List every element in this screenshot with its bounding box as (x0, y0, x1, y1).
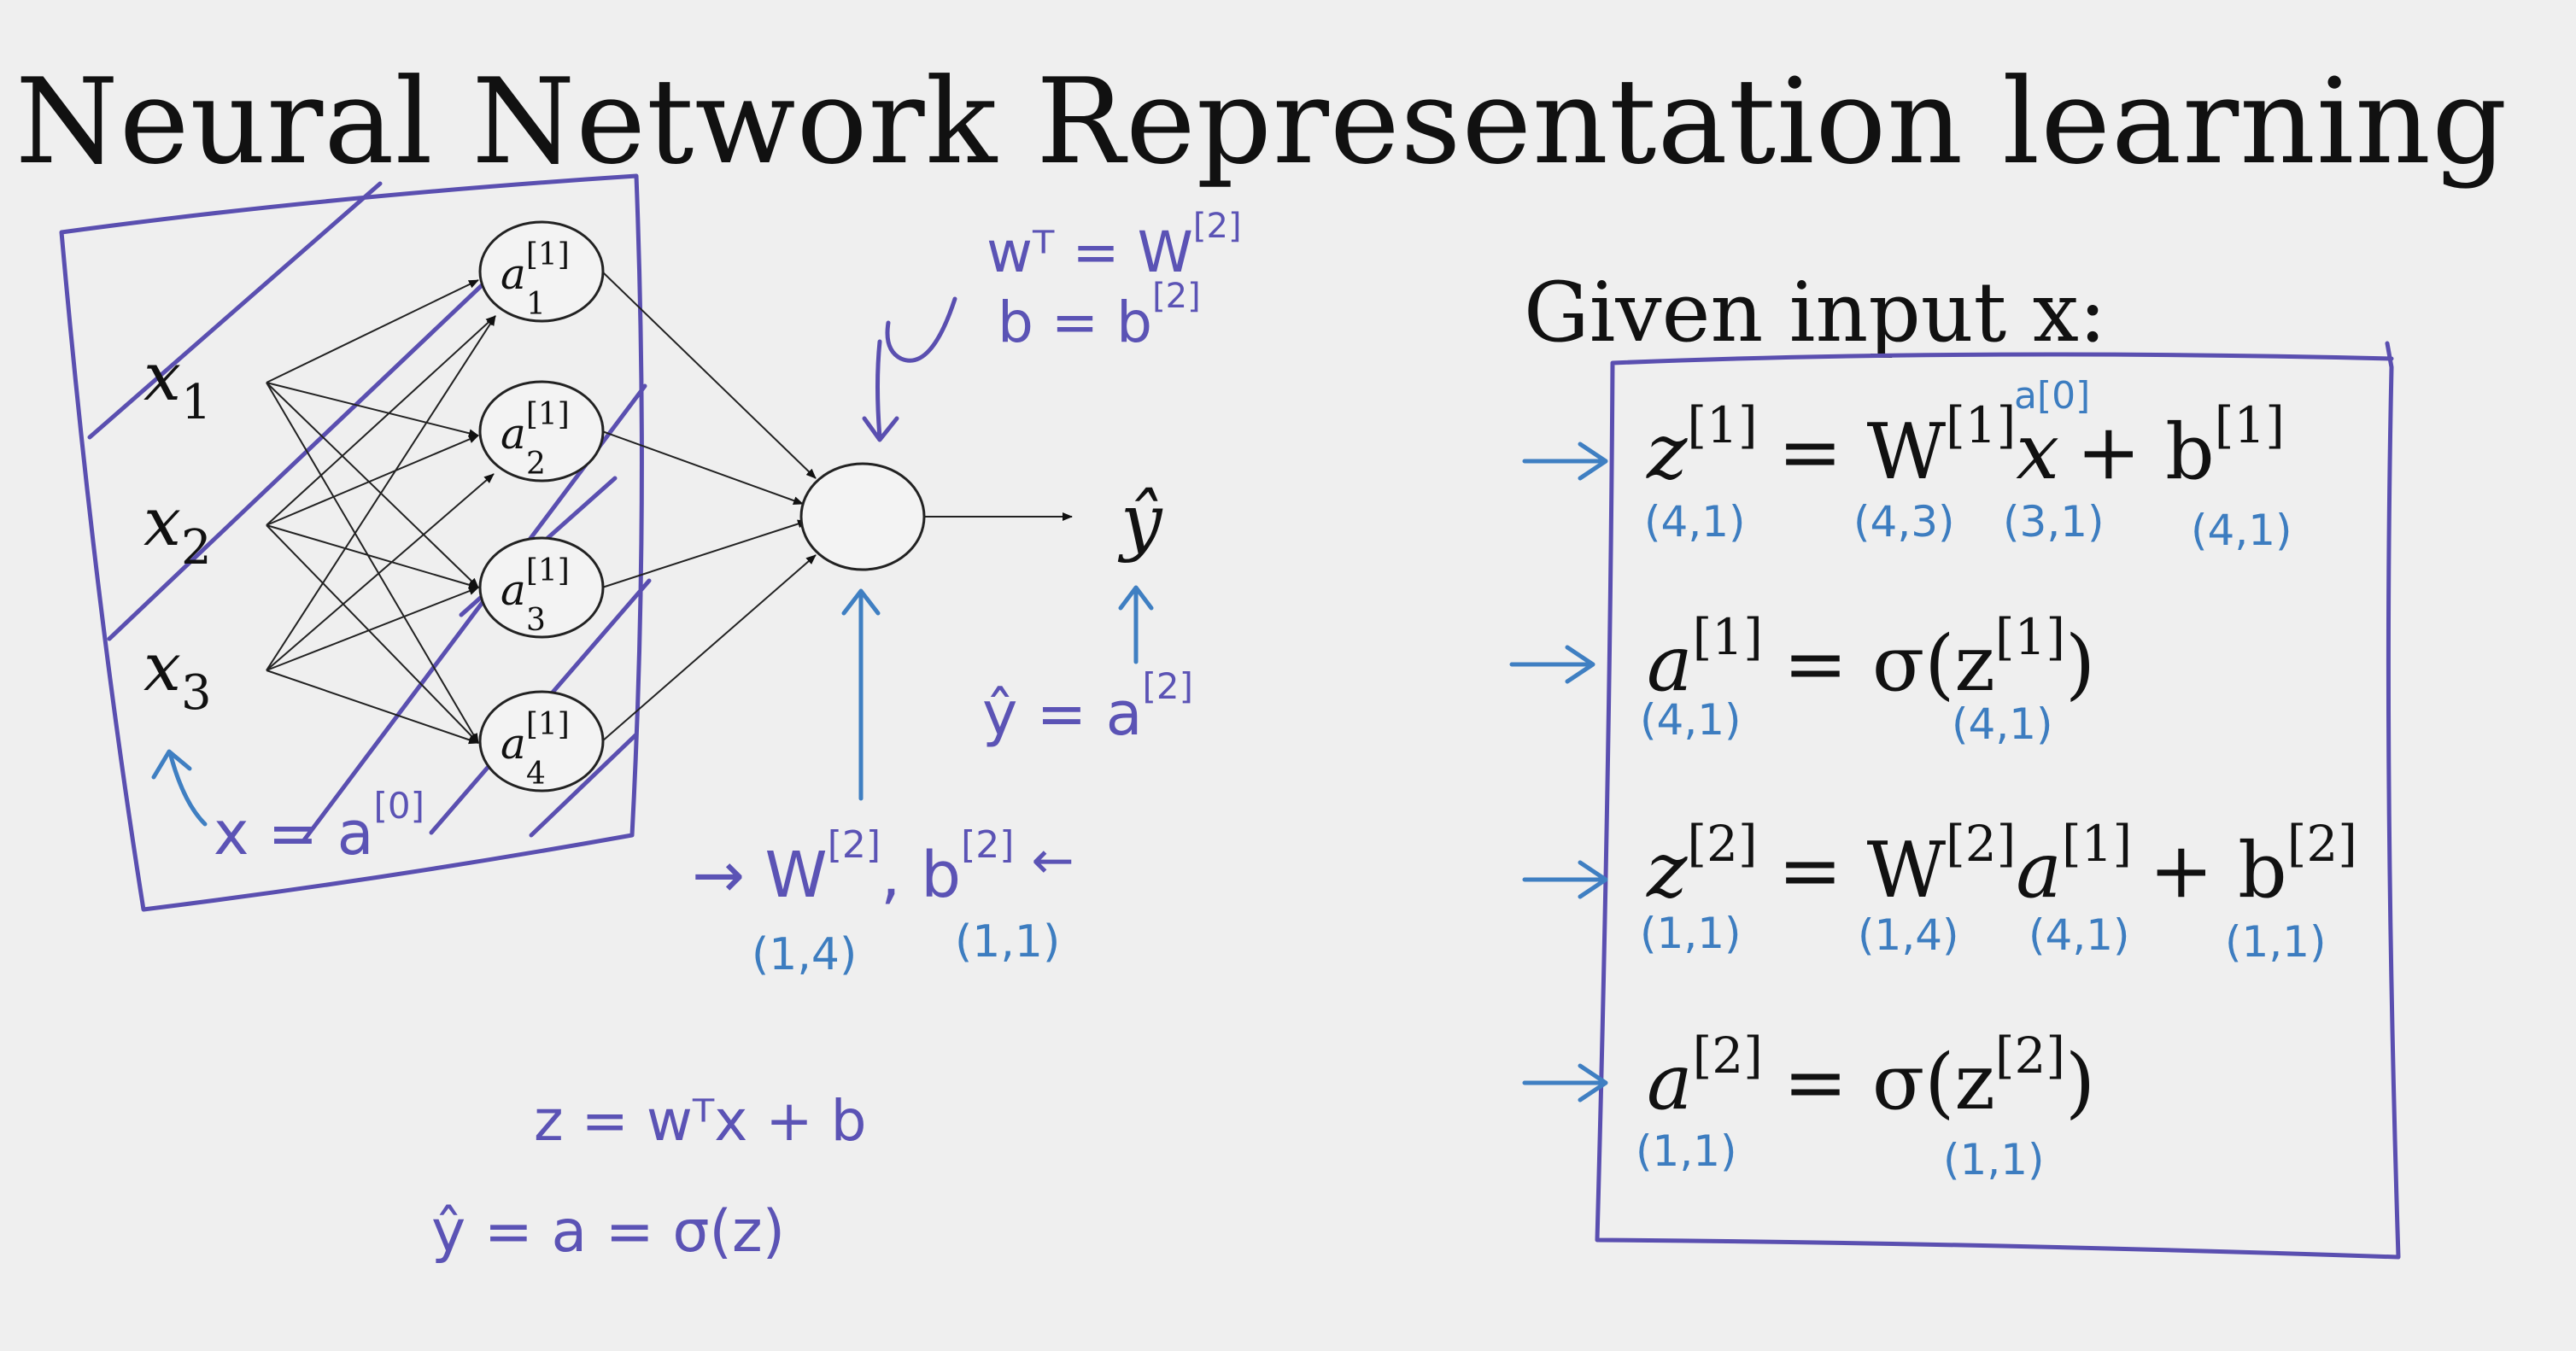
svg-text:2: 2 (526, 447, 546, 482)
equation-3: z[2]= W[2]a[1]+ b[2] (1,1) (1,4) (4,1) (… (1522, 815, 2357, 967)
svg-text:wᵀ = W[2]: wᵀ = W[2] (986, 207, 1242, 285)
svg-text:(4,1): (4,1) (1640, 695, 1742, 745)
svg-text:x2: x2 (143, 484, 212, 576)
hidden-node-1: a[1] 1 (478, 220, 605, 323)
svg-text:x3: x3 (143, 629, 212, 721)
note-a-equation: ŷ = a = σ(z) (431, 1198, 785, 1266)
note-yhat-equals-a2: ŷ = a[2] (982, 665, 1193, 749)
svg-text:→ W[2], b[2]←: → W[2], b[2]← (692, 823, 1074, 912)
svg-text:a[1]: a[1] (501, 553, 570, 615)
output-label: ŷ (1117, 479, 1163, 564)
note-b-equals-b2: b = b[2] (998, 277, 1201, 355)
hidden-layer-box (59, 173, 644, 912)
input-x3: x3 (143, 629, 212, 721)
svg-text:(3,1): (3,1) (2003, 497, 2105, 547)
svg-text:1: 1 (526, 287, 546, 322)
note-x-equals-a0: x = a[0] (214, 785, 424, 868)
svg-text:a[0]: a[0] (2014, 374, 2090, 418)
hidden-node-3: a[1] 3 (478, 536, 605, 639)
equations-box (1595, 341, 2401, 1260)
svg-text:(1,4): (1,4) (1858, 910, 1959, 960)
equation-2: a[1]= σ(z[1]) (4,1) (4,1) (1509, 608, 2095, 749)
svg-text:(4,1): (4,1) (2029, 910, 2130, 960)
output-node (799, 462, 926, 571)
svg-text:a[1]= σ(z[1]): a[1]= σ(z[1]) (1647, 608, 2095, 709)
svg-text:(4,1): (4,1) (1644, 497, 1746, 547)
svg-text:3: 3 (526, 603, 546, 638)
note-curve-arrow (862, 296, 957, 442)
equation-1: z[1]= W[1]x+ b[1] a[0] (4,1) (4,3) (3,1)… (1522, 374, 2292, 555)
svg-text:4: 4 (526, 757, 546, 792)
note-w2-b2-params: → W[2], b[2]← (1,4) (1,1) (692, 823, 1074, 980)
svg-text:(1,1): (1,1) (1636, 1126, 1737, 1176)
input-hidden-edges (266, 279, 496, 745)
slide-title: Neural Network Representation learning (15, 53, 2509, 190)
note-wt-equals-w2: wᵀ = W[2] (986, 207, 1242, 285)
svg-text:(1,1): (1,1) (1943, 1135, 2045, 1184)
x-up-arrow (151, 749, 208, 827)
svg-text:z[2]= W[2]a[1]+ b[2]: z[2]= W[2]a[1]+ b[2] (1646, 815, 2357, 915)
equation-4: a[2]= σ(z[2]) (1,1) (1,1) (1522, 1026, 2095, 1184)
svg-text:ŷ = a[2]: ŷ = a[2] (982, 665, 1193, 749)
svg-text:(1,1): (1,1) (2225, 917, 2327, 967)
input-x1: x1 (143, 339, 212, 430)
svg-text:(4,3): (4,3) (1853, 497, 1955, 547)
svg-text:b = b[2]: b = b[2] (998, 277, 1201, 355)
svg-text:a[1]: a[1] (501, 707, 570, 769)
param-up-arrow (841, 588, 881, 801)
svg-text:(4,1): (4,1) (1952, 699, 2053, 749)
hidden-node-4: a[1] 4 (478, 690, 605, 792)
svg-text:(1,1): (1,1) (1640, 909, 1742, 958)
yhat-up-arrow (1118, 585, 1154, 664)
svg-text:x1: x1 (143, 339, 212, 430)
svg-text:z[1]= W[1]x+ b[1]: z[1]= W[1]x+ b[1] (1646, 396, 2285, 497)
svg-text:(1,4): (1,4) (752, 929, 857, 980)
given-input-heading: Given input x: (1524, 265, 2107, 360)
input-x2: x2 (143, 484, 212, 576)
hidden-output-edges (601, 271, 1073, 742)
note-z-equation: z = wᵀx + b (534, 1088, 867, 1154)
svg-text:a[1]: a[1] (501, 237, 570, 299)
svg-text:(4,1): (4,1) (2191, 506, 2292, 555)
svg-text:a[1]: a[1] (501, 397, 570, 459)
svg-text:x = a[0]: x = a[0] (214, 785, 424, 868)
svg-text:a[2]= σ(z[2]): a[2]= σ(z[2]) (1647, 1026, 2095, 1127)
hidden-node-2: a[1] 2 (478, 380, 605, 482)
svg-text:(1,1): (1,1) (955, 916, 1060, 968)
